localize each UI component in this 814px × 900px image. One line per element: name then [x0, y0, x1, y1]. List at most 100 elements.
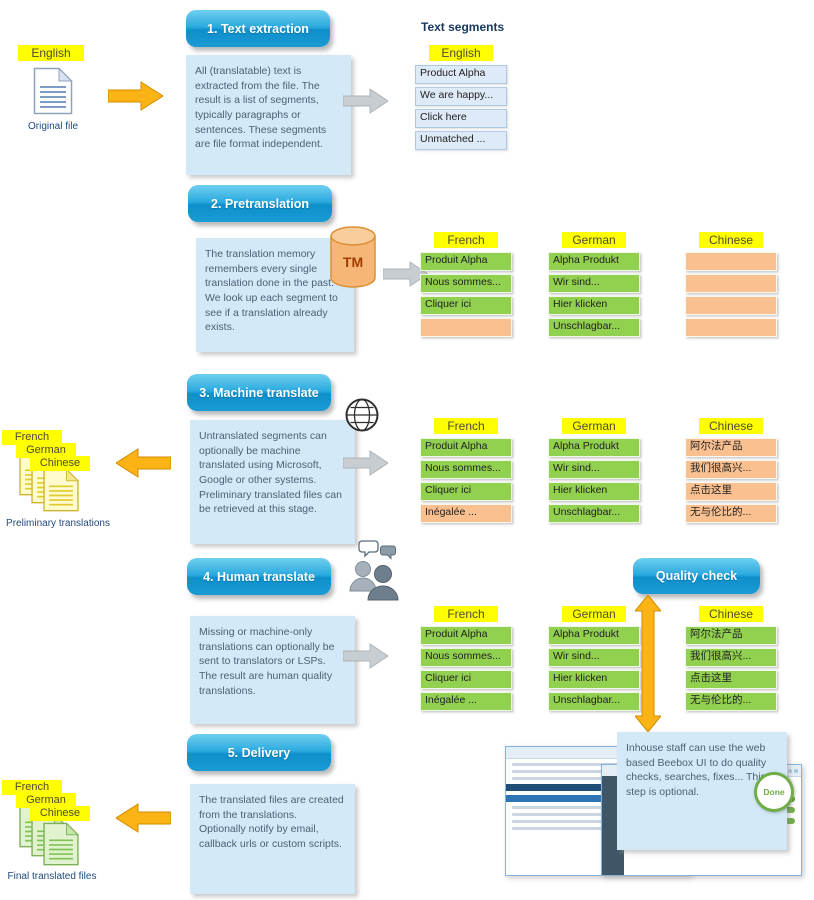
segment-box: Inégalée ...	[420, 504, 512, 523]
segment-box: Wir sind...	[548, 274, 640, 293]
segment-box: 无与伦比的...	[685, 692, 777, 711]
mock-text-line	[512, 770, 669, 773]
mock-text-line	[512, 763, 623, 766]
final-files: French German Chinese	[0, 778, 122, 878]
language-label: Chinese	[699, 232, 763, 248]
done-badge: Done	[754, 772, 794, 812]
segment-box: Alpha Produkt	[548, 252, 640, 271]
step4-description: Missing or machine-only translations can…	[190, 616, 355, 724]
globe-icon	[345, 398, 379, 432]
mock-text-line	[512, 820, 671, 823]
step1-button: 1. Text extraction	[186, 10, 330, 47]
segment-box: 阿尔法产品	[685, 626, 777, 645]
language-label: French	[434, 418, 498, 434]
file-language-label: Chinese	[30, 456, 90, 471]
gray-arrow-right-icon	[383, 261, 428, 287]
language-label: Chinese	[699, 606, 763, 622]
mock-text-line	[512, 777, 650, 780]
segment-box: 我们很高兴...	[685, 460, 777, 479]
segment-box: Nous sommes...	[420, 460, 512, 479]
step3-french-column: French Produit Alpha Nous sommes... Cliq…	[420, 418, 512, 526]
gray-arrow-right-icon	[343, 450, 388, 476]
segment-box: Wir sind...	[548, 648, 640, 667]
segment-box: We are happy...	[415, 87, 507, 106]
segment-box: Click here	[415, 109, 507, 128]
segment-box: Nous sommes...	[420, 648, 512, 667]
step2-chinese-column: Chinese	[685, 232, 777, 340]
mock-text-line	[512, 806, 660, 809]
step2-french-column: French Produit Alpha Nous sommes... Cliq…	[420, 232, 512, 340]
segment-box: Hier klicken	[548, 482, 640, 501]
step2-german-column: German Alpha Produkt Wir sind... Hier kl…	[548, 232, 640, 340]
step3-button: 3. Machine translate	[187, 374, 331, 411]
segment-box: 点击这里	[685, 482, 777, 501]
orange-arrow-left-icon	[116, 803, 171, 833]
file-language-label: Chinese	[30, 806, 90, 821]
language-label: German	[562, 606, 626, 622]
segment-box: Alpha Produkt	[548, 438, 640, 457]
file-icon	[42, 468, 80, 512]
segment-box: Produit Alpha	[420, 626, 512, 645]
original-file-caption: Original file	[27, 121, 79, 132]
original-file-icon	[33, 67, 73, 115]
file-language-label: German	[16, 443, 76, 458]
language-label: French	[434, 606, 498, 622]
language-label: German	[562, 232, 626, 248]
step3-chinese-column: Chinese 阿尔法产品 我们很高兴... 点击这里 无与伦比的...	[685, 418, 777, 526]
language-label: German	[562, 418, 626, 434]
source-language-label: English	[18, 45, 84, 61]
segment-box	[685, 296, 777, 315]
segment-box: Cliquer ici	[420, 482, 512, 501]
orange-double-arrow-icon	[635, 595, 661, 732]
segment-box	[685, 274, 777, 293]
step5-description: The translated files are created from th…	[190, 784, 355, 894]
translation-memory-icon: TM	[330, 226, 376, 288]
done-badge-label: Done	[763, 787, 785, 797]
mock-selected-row	[506, 795, 690, 802]
segment-box: Produit Alpha	[420, 252, 512, 271]
step4-german-column: German Alpha Produkt Wir sind... Hier kl…	[548, 606, 640, 714]
mock-table-header	[506, 784, 690, 791]
file-language-label: French	[2, 780, 62, 795]
segment-box: Nous sommes...	[420, 274, 512, 293]
segment-box: Unmatched ...	[415, 131, 507, 150]
step4-button: 4. Human translate	[187, 558, 331, 595]
file-language-label: German	[16, 793, 76, 808]
step3-german-column: German Alpha Produkt Wir sind... Hier kl…	[548, 418, 640, 526]
preliminary-files: French German Chinese	[0, 428, 122, 528]
language-label: English	[429, 45, 493, 61]
step4-french-column: French Produit Alpha Nous sommes... Cliq…	[420, 606, 512, 714]
language-label: French	[434, 232, 498, 248]
mock-text-line	[512, 813, 638, 816]
segment-box	[685, 252, 777, 271]
file-icon	[42, 822, 80, 866]
segment-box: Hier klicken	[548, 670, 640, 689]
segment-box: Product Alpha	[415, 65, 507, 84]
step5-button: 5. Delivery	[187, 734, 331, 771]
segment-box: Unschlagbar...	[548, 692, 640, 711]
segment-box: Hier klicken	[548, 296, 640, 315]
preliminary-files-caption: Preliminary translations	[6, 518, 110, 529]
tm-label: TM	[343, 254, 363, 270]
segment-box	[420, 318, 512, 337]
segment-box: 点击这里	[685, 670, 777, 689]
segment-box: Cliquer ici	[420, 670, 512, 689]
orange-arrow-left-icon	[116, 448, 171, 478]
segment-box: 无与伦比的...	[685, 504, 777, 523]
segment-box: Unschlagbar...	[548, 504, 640, 523]
step1-description: All (translatable) text is extracted fro…	[186, 55, 351, 175]
segment-box: 我们很高兴...	[685, 648, 777, 667]
text-segments-title: Text segments	[421, 20, 505, 34]
segment-box: Unschlagbar...	[548, 318, 640, 337]
segment-box: 阿尔法产品	[685, 438, 777, 457]
segment-box: Inégalée ...	[420, 692, 512, 711]
file-language-label: French	[2, 430, 62, 445]
translators-icon	[349, 540, 399, 601]
segment-box: Cliquer ici	[420, 296, 512, 315]
language-label: Chinese	[699, 418, 763, 434]
step3-description: Untranslated segments can optionally be …	[190, 420, 355, 544]
segment-box	[685, 318, 777, 337]
gray-arrow-right-icon	[343, 643, 388, 669]
step2-button: 2. Pretranslation	[188, 185, 332, 222]
